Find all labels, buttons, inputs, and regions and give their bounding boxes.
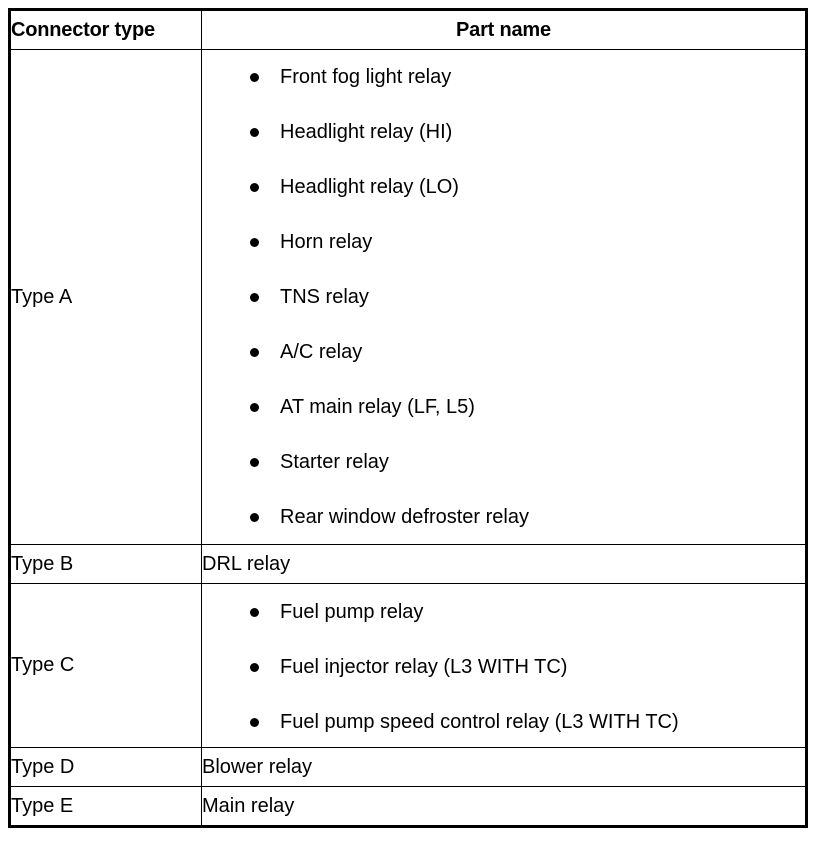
bullet-icon bbox=[250, 238, 259, 247]
part-name-cell: Blower relay bbox=[201, 747, 807, 787]
list-item: Front fog light relay bbox=[250, 64, 795, 90]
list-item-label: Fuel pump speed control relay (L3 WITH T… bbox=[280, 711, 679, 733]
list-item-label: TNS relay bbox=[280, 286, 369, 308]
list-item-label: Fuel injector relay (L3 WITH TC) bbox=[280, 656, 568, 678]
bullet-icon bbox=[250, 403, 259, 412]
bullet-icon bbox=[250, 718, 259, 727]
part-name-list: Front fog light relay Headlight relay (H… bbox=[202, 50, 805, 544]
column-header-part-name: Part name bbox=[201, 9, 807, 50]
list-item-label: Starter relay bbox=[280, 451, 389, 473]
bullet-icon bbox=[250, 128, 259, 137]
bullet-icon bbox=[250, 348, 259, 357]
list-item: Rear window defroster relay bbox=[250, 504, 795, 530]
list-item: A/C relay bbox=[250, 339, 795, 365]
list-item-label: Front fog light relay bbox=[280, 66, 452, 88]
connector-type-cell: Type A bbox=[9, 49, 202, 545]
connector-type-cell: Type E bbox=[9, 786, 202, 827]
bullet-icon bbox=[250, 663, 259, 672]
table-row: Type D Blower relay bbox=[9, 747, 807, 787]
list-item-label: AT main relay (LF, L5) bbox=[280, 396, 475, 418]
list-item: Horn relay bbox=[250, 229, 795, 255]
list-item: Fuel pump speed control relay (L3 WITH T… bbox=[250, 709, 795, 735]
list-item: Headlight relay (HI) bbox=[250, 119, 795, 145]
table-row: Type C Fuel pump relay Fuel injector rel… bbox=[9, 583, 807, 748]
bullet-icon bbox=[250, 73, 259, 82]
list-item-label: Headlight relay (LO) bbox=[280, 176, 459, 198]
part-name-cell: Fuel pump relay Fuel injector relay (L3 … bbox=[201, 583, 807, 748]
table-header-row: Connector type Part name bbox=[9, 9, 807, 50]
part-name-list: Fuel pump relay Fuel injector relay (L3 … bbox=[202, 584, 805, 747]
list-item: Fuel pump relay bbox=[250, 599, 795, 625]
list-item: Headlight relay (LO) bbox=[250, 174, 795, 200]
list-item: AT main relay (LF, L5) bbox=[250, 394, 795, 420]
table-row: Type A Front fog light relay Headlight r… bbox=[9, 49, 807, 545]
bullet-icon bbox=[250, 608, 259, 617]
bullet-icon bbox=[250, 513, 259, 522]
list-item-label: Fuel pump relay bbox=[280, 601, 424, 623]
list-item-label: A/C relay bbox=[280, 341, 363, 363]
table-row: Type E Main relay bbox=[9, 786, 807, 827]
part-name-cell: Main relay bbox=[201, 786, 807, 827]
list-item-label: Horn relay bbox=[280, 231, 373, 253]
list-item-label: Headlight relay (HI) bbox=[280, 121, 453, 143]
connector-type-cell: Type C bbox=[9, 583, 202, 748]
list-item-label: Rear window defroster relay bbox=[280, 506, 529, 528]
table-row: Type B DRL relay bbox=[9, 544, 807, 584]
part-name-cell: Front fog light relay Headlight relay (H… bbox=[201, 49, 807, 545]
part-name-cell: DRL relay bbox=[201, 544, 807, 584]
table-body: Type A Front fog light relay Headlight r… bbox=[9, 49, 807, 827]
relay-connector-table: Connector type Part name Type A Front fo… bbox=[8, 8, 808, 828]
connector-type-cell: Type B bbox=[9, 544, 202, 584]
list-item: Fuel injector relay (L3 WITH TC) bbox=[250, 654, 795, 680]
bullet-icon bbox=[250, 458, 259, 467]
list-item: TNS relay bbox=[250, 284, 795, 310]
list-item: Starter relay bbox=[250, 449, 795, 475]
bullet-icon bbox=[250, 183, 259, 192]
bullet-icon bbox=[250, 293, 259, 302]
connector-type-cell: Type D bbox=[9, 747, 202, 787]
table-header: Connector type Part name bbox=[9, 9, 807, 50]
column-header-connector-type: Connector type bbox=[9, 9, 202, 50]
